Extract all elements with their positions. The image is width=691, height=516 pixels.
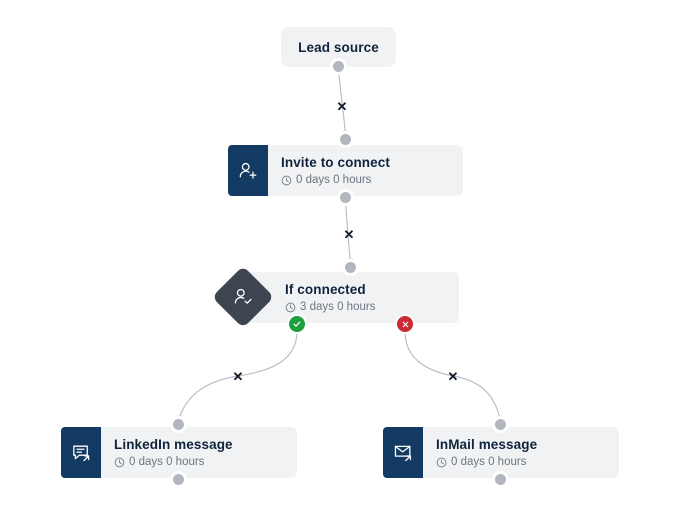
port-lead-source-output[interactable] (333, 61, 344, 72)
node-inmail-message-title: InMail message (436, 436, 538, 452)
port-inmail-message-output[interactable] (495, 474, 506, 485)
node-invite-to-connect[interactable]: Invite to connect 0 days 0 hours (228, 145, 463, 196)
port-inmail-message-input[interactable] (495, 419, 506, 430)
clock-icon (436, 457, 447, 468)
port-if-connected-no[interactable] (397, 316, 413, 332)
node-inmail-message[interactable]: InMail message 0 days 0 hours (383, 427, 619, 478)
node-if-connected-body: If connected 3 days 0 hours (243, 272, 459, 323)
node-linkedin-message-delay-text: 0 days 0 hours (129, 455, 205, 468)
chat-bubble-arrow-icon (61, 427, 101, 478)
node-if-connected-title: If connected (285, 281, 366, 297)
node-inmail-message-body: InMail message 0 days 0 hours (423, 427, 619, 478)
port-linkedin-message-input[interactable] (173, 419, 184, 430)
clock-icon (114, 457, 125, 468)
edge-delete-invite-to-if-connected[interactable]: ✕ (343, 226, 355, 242)
node-if-connected-delay-text: 3 days 0 hours (300, 300, 376, 313)
node-linkedin-message-delay: 0 days 0 hours (114, 455, 297, 470)
node-if-connected[interactable]: If connected 3 days 0 hours (243, 272, 459, 323)
node-lead-source[interactable]: Lead source (281, 27, 396, 67)
port-if-connected-input[interactable] (345, 262, 356, 273)
node-if-connected-delay: 3 days 0 hours (285, 300, 459, 315)
node-invite-to-connect-delay-text: 0 days 0 hours (296, 173, 372, 186)
port-invite-to-connect-input[interactable] (340, 134, 351, 145)
person-add-icon (228, 145, 268, 196)
edge-delete-if-connected-yes-to-linkedin[interactable]: ✕ (232, 368, 244, 384)
node-lead-source-title: Lead source (298, 39, 379, 55)
clock-icon (285, 302, 296, 313)
clock-icon (281, 175, 292, 186)
node-inmail-message-delay-text: 0 days 0 hours (451, 455, 527, 468)
edge-delete-lead-source-to-invite[interactable]: ✕ (336, 98, 348, 114)
check-icon (293, 321, 301, 327)
node-inmail-message-delay: 0 days 0 hours (436, 455, 619, 470)
node-invite-to-connect-title: Invite to connect (281, 154, 390, 170)
port-if-connected-yes[interactable] (289, 316, 305, 332)
port-invite-to-connect-output[interactable] (340, 192, 351, 203)
port-linkedin-message-output[interactable] (173, 474, 184, 485)
node-linkedin-message[interactable]: LinkedIn message 0 days 0 hours (61, 427, 297, 478)
node-invite-to-connect-body: Invite to connect 0 days 0 hours (268, 145, 463, 196)
cross-icon (402, 321, 408, 327)
node-invite-to-connect-delay: 0 days 0 hours (281, 173, 463, 188)
node-linkedin-message-body: LinkedIn message 0 days 0 hours (101, 427, 297, 478)
node-linkedin-message-title: LinkedIn message (114, 436, 233, 452)
envelope-arrow-icon (383, 427, 423, 478)
edge-delete-if-connected-no-to-inmail[interactable]: ✕ (447, 368, 459, 384)
